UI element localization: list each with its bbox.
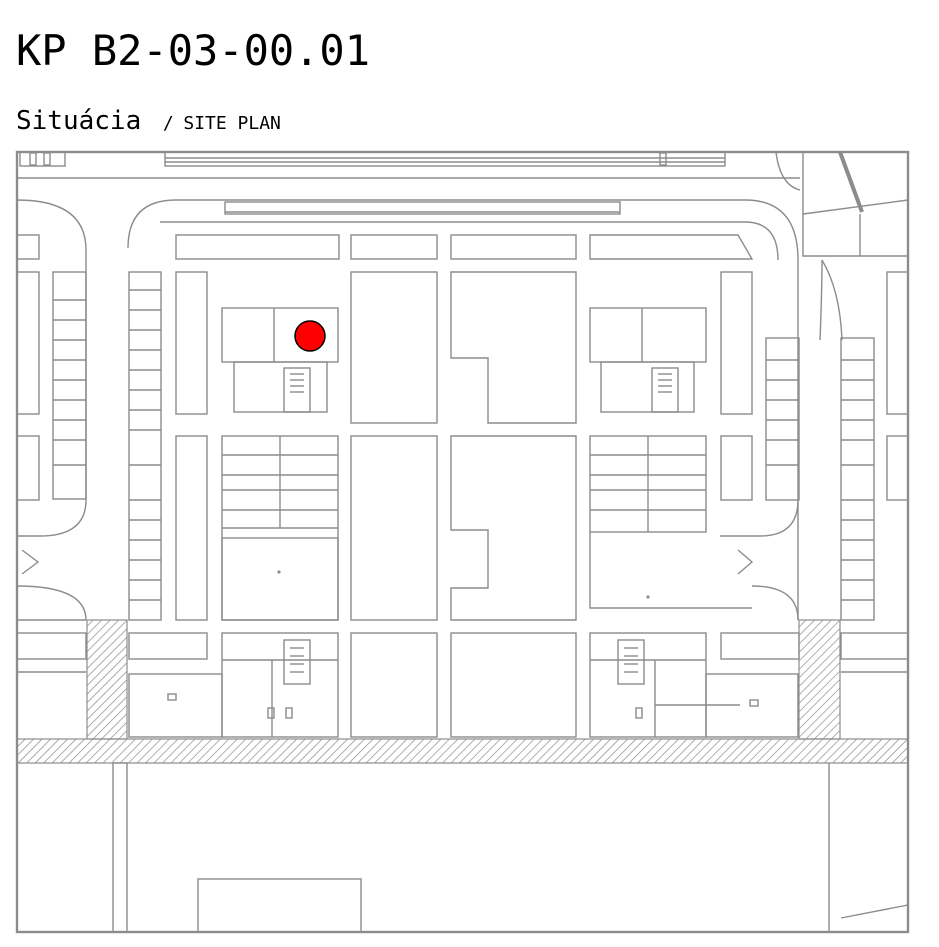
south-court (197, 878, 362, 933)
hatched-walls (16, 619, 909, 764)
drawing-subtitle: Situácia / SITE PLAN (16, 106, 281, 136)
subtitle-en: SITE PLAN (183, 113, 281, 134)
block-center-right-top (450, 271, 577, 424)
subtitle-sk: Situácia (16, 106, 142, 136)
building-right-south (589, 632, 799, 738)
top-right-structure (775, 151, 909, 341)
building-left-south (128, 632, 339, 738)
location-marker (294, 320, 326, 352)
parking-right (766, 359, 874, 601)
block-center-left-top (350, 271, 438, 424)
building-left-north (221, 307, 339, 621)
loop-road-outer (127, 199, 799, 620)
left-road (16, 199, 87, 537)
top-street (17, 151, 800, 179)
parking-left (53, 289, 161, 601)
subtitle-separator: / (162, 113, 174, 134)
loop-road-inner (160, 221, 779, 261)
drawing-code: KP B2-03-00.01 (16, 26, 371, 75)
building-right-north (589, 307, 752, 609)
site-boundary (15, 150, 910, 934)
